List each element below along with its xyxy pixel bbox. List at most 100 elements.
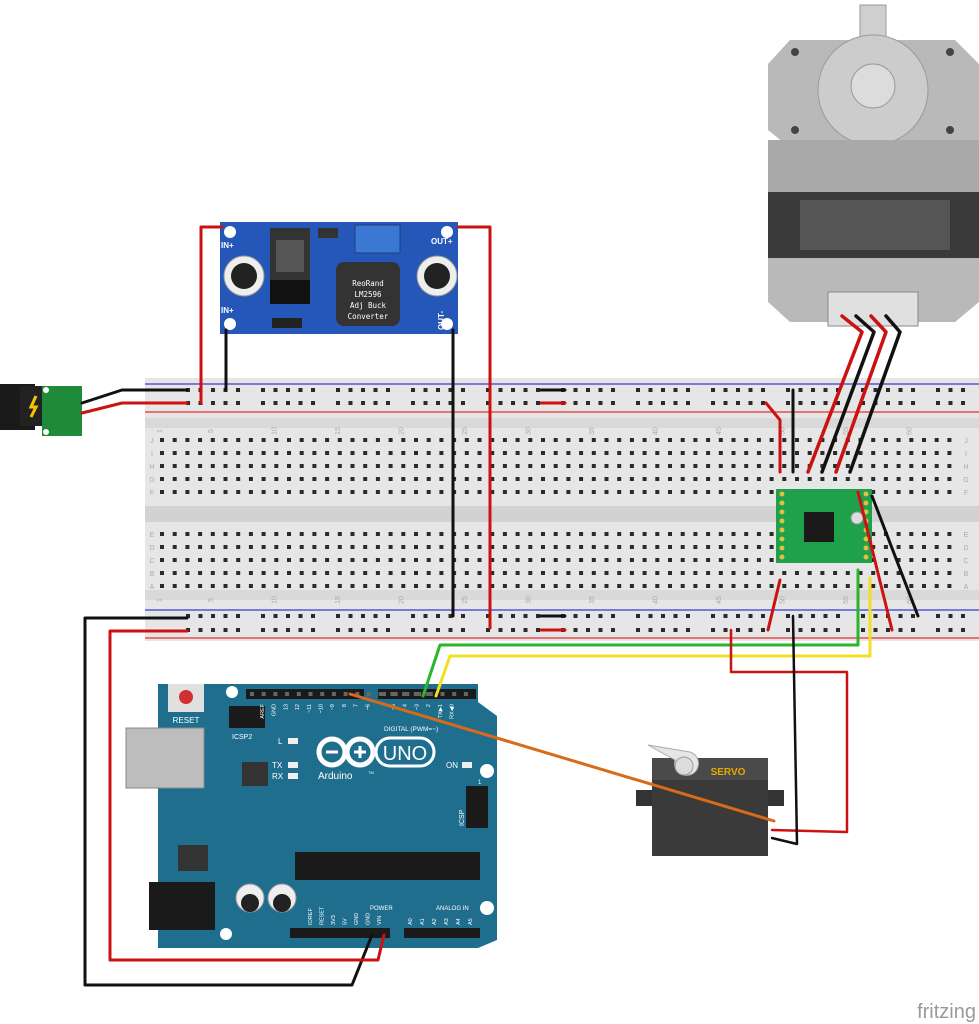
terminal-hole <box>210 558 215 562</box>
rail-hole <box>373 628 378 632</box>
terminal-hole <box>795 584 799 588</box>
rail-hole <box>486 401 490 405</box>
terminal-hole <box>388 477 393 481</box>
driver-pot <box>850 511 864 525</box>
terminal-hole <box>185 477 190 481</box>
terminal-hole <box>185 532 190 536</box>
terminal-hole <box>287 558 291 562</box>
terminal-hole <box>502 545 507 549</box>
row-letter: H <box>963 464 968 471</box>
logo-plus-icon <box>344 736 376 768</box>
terminal-hole <box>934 571 939 575</box>
row-letter: E <box>964 532 969 539</box>
driver-chip <box>804 512 834 542</box>
rail-hole <box>748 401 753 405</box>
terminal-hole <box>807 571 812 575</box>
rail-hole <box>211 614 215 618</box>
mount-hole-icon <box>224 226 236 238</box>
rail-hole <box>573 628 578 632</box>
terminal-hole <box>629 558 634 562</box>
terminal-hole <box>718 477 723 481</box>
icsp2-label: ICSP2 <box>232 734 252 741</box>
terminal-hole <box>528 477 533 481</box>
digital-pin-label: 13 <box>283 704 289 710</box>
terminal-hole <box>604 584 609 588</box>
terminal-hole <box>642 584 647 588</box>
terminal-hole <box>693 438 698 442</box>
terminal-hole <box>642 571 647 575</box>
terminal-hole <box>922 571 926 575</box>
terminal-hole <box>680 477 685 481</box>
screw-hole-icon <box>946 48 954 56</box>
rail-hole <box>298 401 303 405</box>
terminal-hole <box>579 532 584 536</box>
terminal-hole <box>744 464 749 468</box>
column-number-top: 5 <box>208 429 215 433</box>
terminal-hole <box>299 438 304 442</box>
terminal-hole <box>363 477 368 481</box>
terminal-hole <box>477 584 482 588</box>
terminal-hole <box>515 451 520 455</box>
rail-hole <box>436 401 440 405</box>
wire-buck-out-plus <box>456 225 492 630</box>
terminal-hole <box>325 571 330 575</box>
terminal-hole <box>693 545 698 549</box>
terminal-hole <box>350 451 355 455</box>
terminal-hole <box>515 532 520 536</box>
terminal-hole <box>426 451 431 455</box>
rail-hole <box>511 628 515 632</box>
terminal-hole <box>401 584 406 588</box>
terminal-hole <box>185 571 190 575</box>
terminal-hole <box>756 545 761 549</box>
terminal-hole <box>553 451 558 455</box>
digital-pin-label: ~9 <box>330 704 336 710</box>
driver-pin <box>863 536 869 542</box>
terminal-hole <box>744 477 749 481</box>
rail-hole <box>573 388 578 392</box>
terminal-hole <box>312 545 317 549</box>
terminal-hole <box>490 490 495 494</box>
terminal-hole <box>617 464 622 468</box>
terminal-hole <box>439 571 444 575</box>
rail-hole <box>961 388 965 392</box>
digital-pin-label: 12 <box>295 704 301 710</box>
rail-hole <box>636 388 640 392</box>
rail-hole <box>811 614 815 618</box>
terminal-hole <box>604 451 609 455</box>
terminal-hole <box>718 438 723 442</box>
rail-hole <box>486 628 490 632</box>
terminal-hole <box>541 532 545 536</box>
terminal-hole <box>261 464 266 468</box>
terminal-hole <box>172 571 177 575</box>
terminal-hole <box>731 477 736 481</box>
rail-hole <box>886 401 890 405</box>
rail-hole <box>336 628 340 632</box>
wire-servo-power <box>729 628 849 834</box>
rail-hole <box>798 614 803 618</box>
column-number-bottom: 10 <box>271 596 278 604</box>
rail-hole <box>686 628 690 632</box>
terminal-hole <box>528 451 533 455</box>
terminal-hole <box>909 532 914 536</box>
terminal-hole <box>909 545 914 549</box>
terminal-hole <box>541 545 545 549</box>
terminal-hole <box>693 464 698 468</box>
terminal-hole <box>490 584 495 588</box>
rail-hole <box>436 388 440 392</box>
rail-hole <box>461 614 465 618</box>
terminal-hole <box>236 477 241 481</box>
terminal-hole <box>566 451 571 455</box>
rail-hole <box>486 388 490 392</box>
rail-hole <box>661 388 665 392</box>
terminal-hole <box>744 438 749 442</box>
terminal-hole <box>236 532 241 536</box>
terminal-hole <box>871 532 876 536</box>
terminal-hole <box>693 558 698 562</box>
rail-hole <box>811 628 815 632</box>
terminal-hole <box>401 477 406 481</box>
terminal-hole <box>502 571 507 575</box>
column-number-bottom: 1 <box>157 598 164 602</box>
rail-hole <box>711 628 715 632</box>
terminal-hole <box>261 438 266 442</box>
column-number-top: 30 <box>525 427 532 435</box>
